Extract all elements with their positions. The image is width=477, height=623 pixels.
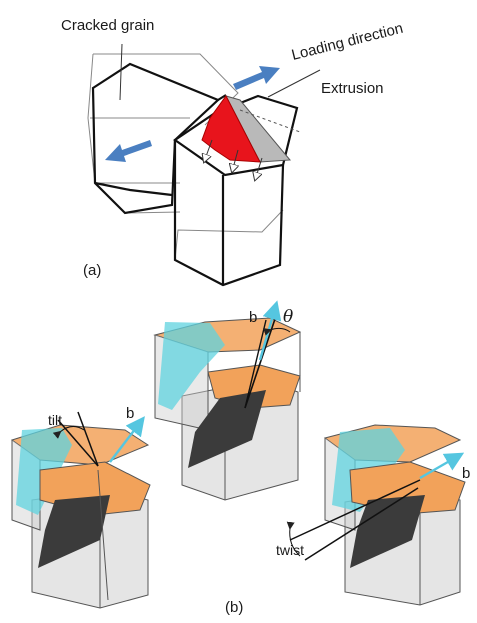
tilt-label: tilt [48,412,62,428]
extrusion-label: Extrusion [321,80,384,97]
leader-lines [119,43,321,101]
right-b-label: b [462,465,470,482]
twist-label: twist [276,542,304,558]
loading-arrows [105,66,280,162]
right-glyph: twist b [276,424,470,606]
panel-a: Cracked grain Loading direction Extrusio… [61,17,405,287]
left-glyph: tilt b [10,405,151,609]
theta-label: θ [283,307,293,327]
extrusion [201,95,301,163]
panel-a-caption: (a) [83,262,101,279]
left-b-label: b [126,405,134,422]
loading-direction-label: Loading direction [290,20,405,64]
cracked-grain-label: Cracked grain [61,17,154,34]
panel-b-caption: (b) [225,599,243,616]
loading-arrow-left [105,140,152,162]
center-glyph: b θ [153,300,302,501]
center-b-label: b [249,309,257,326]
slip-arrows [204,139,263,180]
loading-arrow-right [233,66,280,90]
panel-b: b θ tilt b [10,300,470,616]
cracked-grain [91,62,227,215]
